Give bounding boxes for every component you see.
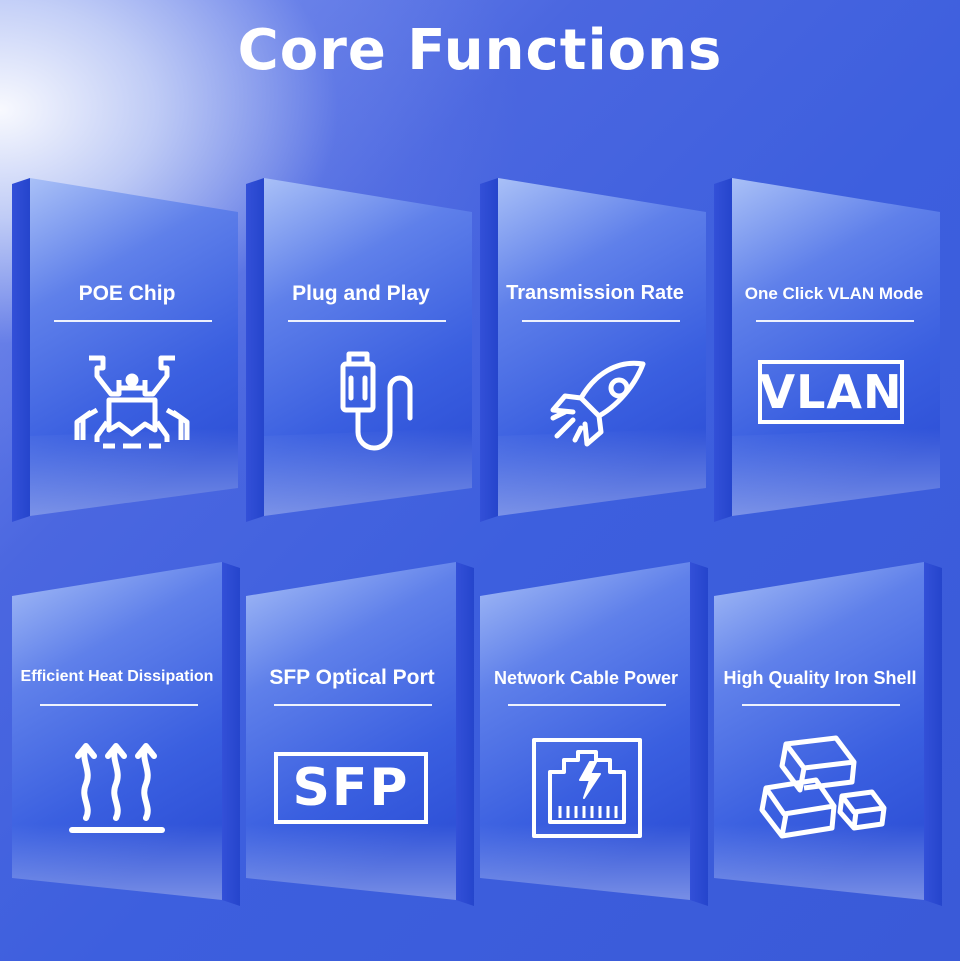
card-panel — [246, 178, 472, 522]
page-title: Core Functions — [237, 18, 723, 83]
feature-card-iron-shell: High Quality Iron Shell — [714, 562, 954, 906]
card-divider — [54, 320, 212, 322]
card-divider — [288, 320, 446, 322]
card-panel — [12, 562, 240, 906]
card-title: One Click VLAN Mode — [744, 284, 924, 303]
sfp-label: SFP — [274, 752, 428, 824]
card-title: Transmission Rate — [506, 282, 684, 304]
feature-card-sfp: SFP Optical Port SFP — [246, 562, 486, 906]
card-title: Efficient Heat Dissipation — [20, 668, 214, 685]
feature-card-transmission-rate: Transmission Rate — [480, 178, 720, 522]
card-divider — [508, 704, 666, 706]
card-divider — [742, 704, 900, 706]
feature-card-plug-and-play: Plug and Play — [246, 178, 486, 522]
card-panel — [246, 562, 474, 906]
feature-card-heat-dissipation: Efficient Heat Dissipation — [12, 562, 252, 906]
card-divider — [274, 704, 432, 706]
card-divider — [756, 320, 914, 322]
heat-waves-icon — [56, 736, 186, 846]
sfp-icon: SFP — [274, 752, 430, 862]
card-title: Network Cable Power — [493, 668, 679, 688]
card-divider — [522, 320, 680, 322]
card-title: SFP Optical Port — [269, 666, 435, 689]
card-panel — [714, 178, 940, 522]
metal-bars-icon — [758, 732, 888, 842]
feature-card-poe-chip: POE Chip — [12, 178, 252, 522]
ethernet-power-icon — [530, 736, 660, 846]
feature-card-network-cable-power: Network Cable Power — [480, 562, 720, 906]
vlan-label: VLAN — [758, 360, 904, 424]
feature-card-vlan: One Click VLAN Mode VLAN — [714, 178, 954, 522]
card-title: High Quality Iron Shell — [723, 668, 917, 688]
card-panel — [480, 178, 706, 522]
plug-cable-icon — [301, 350, 431, 460]
card-divider — [40, 704, 198, 706]
vlan-icon: VLAN — [758, 360, 912, 470]
card-title: Plug and Play — [292, 282, 430, 305]
card-title: POE Chip — [78, 282, 176, 305]
chip-logo-icon — [67, 350, 197, 460]
card-panel — [480, 562, 708, 906]
rocket-icon — [535, 350, 665, 460]
